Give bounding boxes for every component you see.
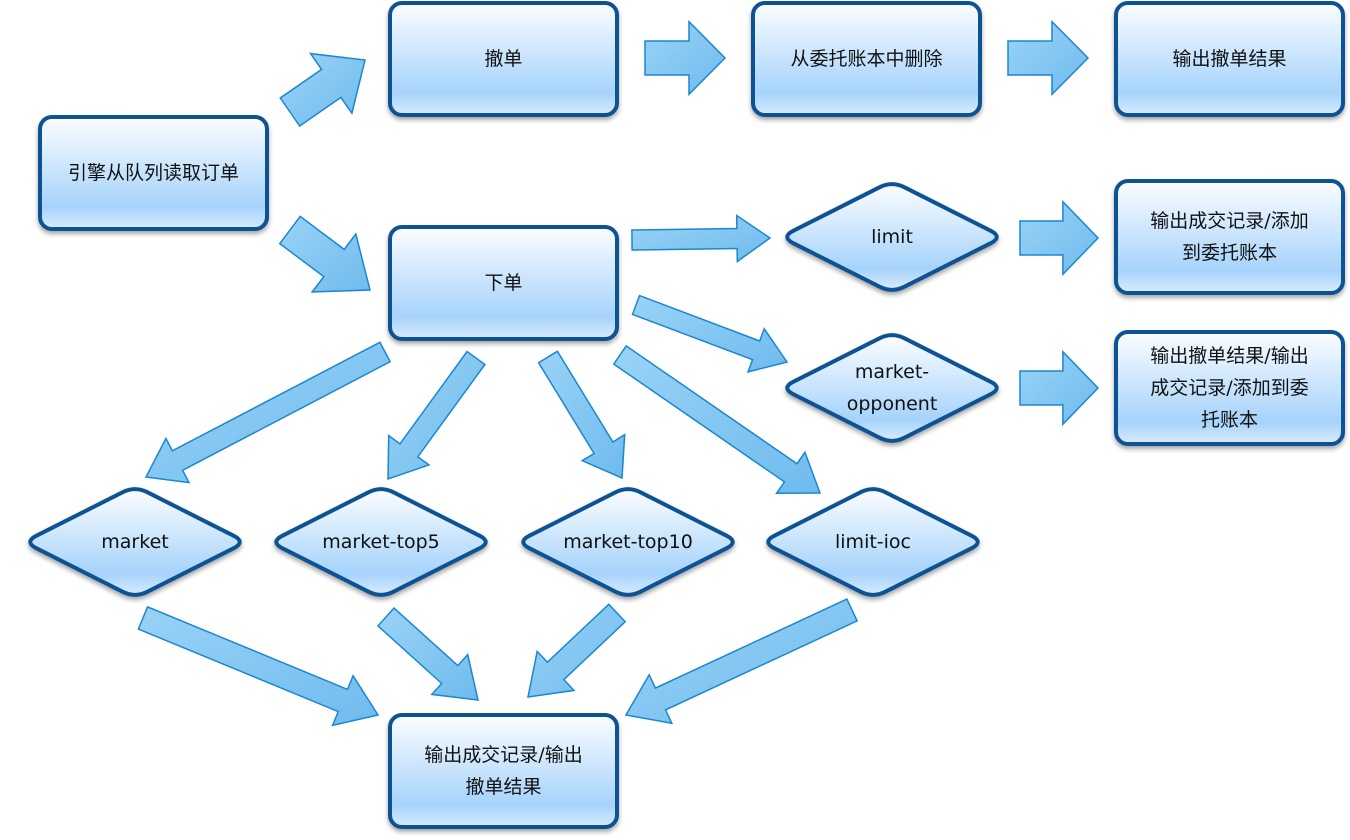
- arrow-place-to-ioc: [612, 344, 822, 495]
- arrow-cancel-to-remove: [644, 19, 727, 97]
- node-mopp_out-box: [1114, 330, 1345, 446]
- arrow-top5-to-final_out: [376, 607, 479, 701]
- arrow-top10-to-final_out: [527, 603, 627, 698]
- node-place-box: [388, 225, 619, 341]
- node-limit-decision: [785, 182, 999, 292]
- node-limit_out-box: [1114, 179, 1345, 295]
- node-remove-box: [751, 1, 982, 117]
- arrow-place-to-top5: [387, 350, 486, 481]
- arrow-read-to-place: [278, 215, 371, 293]
- node-mopp-decision: [785, 333, 999, 443]
- node-ioc-decision: [766, 487, 980, 597]
- node-top5-decision: [274, 487, 488, 597]
- arrow-place-to-market: [144, 341, 392, 484]
- arrow-read-to-cancel: [279, 52, 366, 128]
- arrow-market-to-final_out: [137, 605, 380, 727]
- arrow-place-to-limit: [631, 214, 772, 263]
- arrow-mopp-to-mopp_out: [1019, 349, 1100, 427]
- node-cancel_out-box: [1114, 1, 1345, 117]
- arrow-remove-to-cancel_out: [1007, 19, 1090, 97]
- node-top10-decision: [521, 487, 735, 597]
- node-market-decision: [28, 487, 242, 597]
- node-cancel-box: [388, 1, 619, 117]
- node-read-box: [38, 115, 269, 231]
- arrow-ioc-to-final_out: [624, 598, 859, 725]
- arrow-place-to-top10: [537, 350, 626, 480]
- node-final_out-box: [388, 713, 619, 829]
- arrow-limit-to-limit_out: [1019, 199, 1100, 277]
- arrow-place-to-mopp: [631, 294, 789, 373]
